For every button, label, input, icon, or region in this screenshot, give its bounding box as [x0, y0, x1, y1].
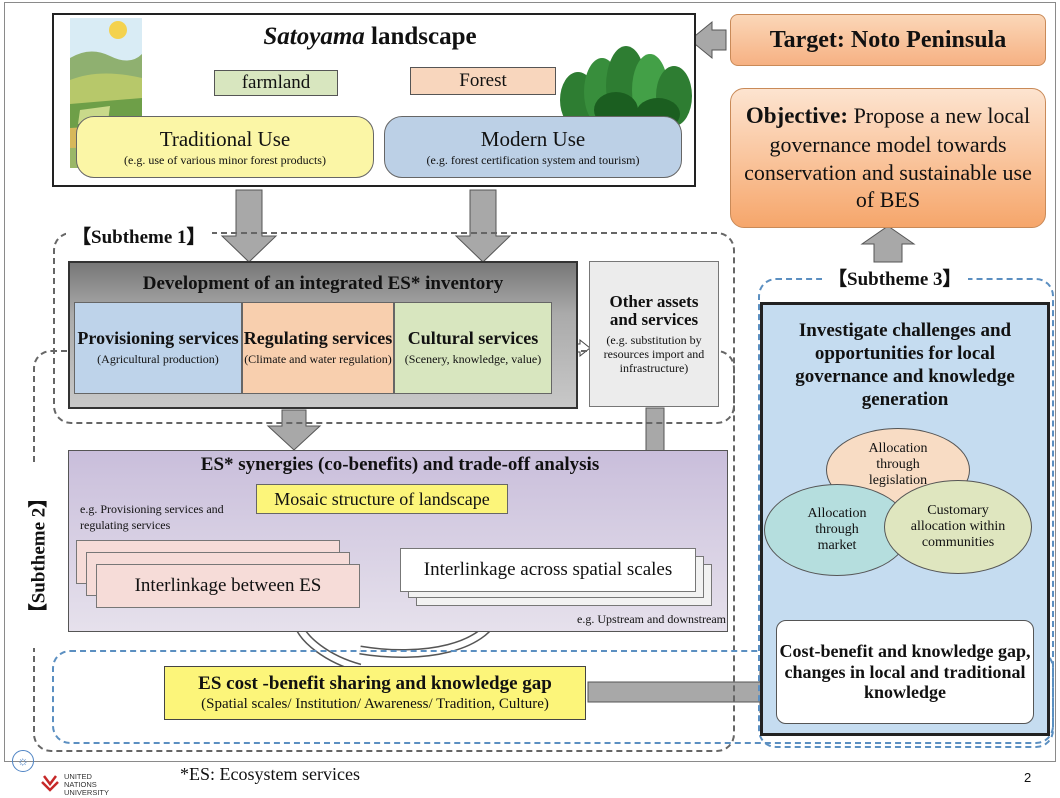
unu-logo-text: UNITED NATIONS UNIVERSITY [64, 772, 110, 797]
un-emblem-icon: ☼ [12, 750, 34, 772]
cultural-services-box: Cultural services (Scenery, knowledge, v… [394, 302, 552, 394]
cost-benefit-sharing-box: ES cost -benefit sharing and knowledge g… [164, 666, 586, 720]
cultural-example: (Scenery, knowledge, value) [404, 352, 542, 366]
subtheme2-label: 【Subtheme 2】 [22, 462, 52, 648]
allocation-legislation-label: Allocation through legislation [868, 440, 928, 489]
traditional-use-label: Traditional Use [159, 126, 291, 151]
interlinkage-spatial-box: Interlinkage across spatial scales [400, 548, 696, 592]
provisioning-services-box: Provisioning services (Agricultural prod… [74, 302, 242, 394]
arrow-modern-to-inventory [454, 189, 512, 263]
regulating-example: (Climate and water regulation) [244, 352, 392, 366]
page-number: 2 [1024, 770, 1032, 785]
satoyama-title-italic: Satoyama [263, 23, 365, 50]
unu-logo [41, 775, 59, 792]
cost-benefit-knowledge-box: Cost-benefit and knowledge gap, changes … [776, 620, 1034, 724]
mosaic-box: Mosaic structure of landscape [256, 484, 508, 514]
arrow-inventory-to-synergy [266, 409, 322, 451]
modern-use-example: (e.g. forest certification system and to… [426, 152, 640, 167]
sharing-sub: (Spatial scales/ Institution/ Awareness/… [201, 695, 549, 712]
regulating-label: Regulating services [243, 328, 393, 349]
sharing-title: ES cost -benefit sharing and knowledge g… [198, 672, 552, 694]
forest-illustration [560, 46, 692, 130]
customary-allocation-label: Customary allocation within communities [910, 502, 1006, 551]
modern-use-label: Modern Use [480, 126, 586, 151]
forest-label: Forest [459, 70, 507, 91]
target-label: Target: Noto Peninsula [769, 26, 1007, 53]
satoyama-title-rest: landscape [364, 23, 477, 50]
forest-box: Forest [410, 67, 556, 95]
mosaic-label: Mosaic structure of landscape [274, 488, 490, 509]
provisioning-example: (Agricultural production) [97, 352, 219, 366]
objective-box: Objective: Propose a new local governanc… [730, 88, 1046, 228]
allocation-market-label: Allocation through market [807, 505, 867, 554]
slide-frame [4, 2, 1056, 762]
regulating-services-box: Regulating services (Climate and water r… [242, 302, 394, 394]
farmland-label: farmland [241, 72, 311, 93]
arrow-subtheme3-to-objective [860, 225, 916, 263]
other-example: (e.g. substitution by resources import a… [603, 332, 705, 375]
sharing-region [52, 650, 1054, 744]
other-assets-box: Other assets and services (e.g. substitu… [589, 261, 719, 407]
other-label: Other assets and services [609, 291, 699, 330]
interlinkage-es-label: Interlinkage between ES [134, 575, 322, 596]
subtheme1-label: 【Subtheme 1】 [66, 222, 212, 249]
eg-upstream-note: e.g. Upstream and downstream [577, 612, 726, 626]
satoyama-title: Satoyama landscape [210, 22, 530, 52]
traditional-use-example: (e.g. use of various minor forest produc… [124, 152, 326, 167]
interlinkage-es-box: Interlinkage between ES [96, 564, 360, 608]
traditional-use-box: Traditional Use (e.g. use of various min… [76, 116, 374, 178]
synergy-title: ES* synergies (co-benefits) and trade-of… [200, 454, 600, 475]
subtheme3-label: 【Subtheme 3】 [822, 264, 968, 291]
eg-provisioning-note: e.g. Provisioning services and regulatin… [80, 502, 224, 532]
footnote: *ES: Ecosystem services [180, 764, 360, 784]
customary-allocation-ellipse: Customary allocation within communities [884, 480, 1032, 574]
subtheme2-label-text: 【Subtheme 2】 [28, 488, 50, 622]
inventory-title: Development of an integrated ES* invento… [142, 273, 504, 294]
objective-text: Propose a new local governance model tow… [744, 103, 1032, 213]
farmland-box: farmland [214, 70, 338, 96]
provisioning-label: Provisioning services [77, 328, 239, 349]
target-box: Target: Noto Peninsula [730, 14, 1046, 66]
subtheme3-title: Investigate challenges and opportunities… [795, 320, 1015, 410]
arrow-target-to-satoyama [689, 20, 727, 60]
cultural-label: Cultural services [407, 328, 539, 349]
interlinkage-spatial-label: Interlinkage across spatial scales [423, 559, 673, 580]
modern-use-box: Modern Use (e.g. forest certification sy… [384, 116, 682, 178]
cost-benefit-knowledge-label: Cost-benefit and knowledge gap, changes … [779, 640, 1031, 703]
subtheme1-region [53, 232, 735, 424]
objective-lead: Objective: [745, 103, 849, 129]
arrow-traditional-to-inventory [220, 189, 278, 263]
